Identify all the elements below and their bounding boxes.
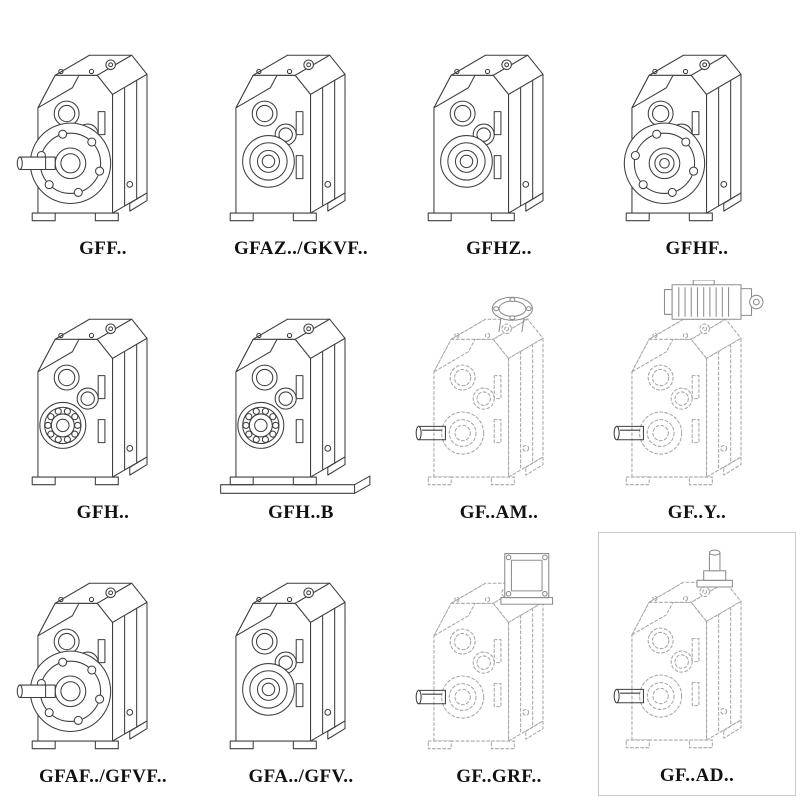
gearbox-drawing bbox=[16, 54, 148, 222]
model-label: GF..AM.. bbox=[459, 502, 539, 523]
catalog-cell-gfh: GFH.. bbox=[4, 268, 202, 532]
catalog-cell-gfaz-gkvf: GFAZ../GKVF.. bbox=[202, 4, 400, 268]
gearbox-drawing bbox=[31, 318, 148, 486]
catalog-cell-gfa-gfv: GFA../GFV.. bbox=[202, 532, 400, 796]
catalog-cell-gfaf-gfvf: GFAF../GFVF.. bbox=[4, 532, 202, 796]
gearbox-drawing bbox=[613, 549, 742, 749]
model-label: GFH.. bbox=[76, 502, 130, 523]
gearbox-drawing bbox=[427, 54, 544, 222]
catalog-cell-gfhf: GFHF.. bbox=[598, 4, 796, 268]
gearbox-drawing bbox=[16, 582, 148, 750]
model-label: GF..AD.. bbox=[659, 765, 735, 786]
model-label: GF..GRF.. bbox=[456, 766, 542, 787]
catalog-cell-gf-grf: GF..GRF.. bbox=[400, 532, 598, 796]
model-label: GFH..B bbox=[268, 502, 334, 523]
catalog-cell-gfhz: GFHZ.. bbox=[400, 4, 598, 268]
gearbox-drawing bbox=[415, 553, 554, 750]
gearbox-drawing bbox=[229, 54, 346, 222]
model-label: GFHF.. bbox=[665, 238, 729, 259]
model-label: GFAZ../GKVF.. bbox=[234, 238, 368, 259]
model-label: GFA../GFV.. bbox=[248, 766, 354, 787]
catalog-cell-gff: GFF.. bbox=[4, 4, 202, 268]
catalog-cell-gf-y: GF..Y.. bbox=[598, 268, 796, 532]
model-label: GFHZ.. bbox=[466, 238, 532, 259]
catalog-cell-gf-am: GF..AM.. bbox=[400, 268, 598, 532]
catalog-cell-gf-ad: GF..AD.. bbox=[598, 532, 796, 796]
model-label: GFAF../GFVF.. bbox=[38, 766, 167, 787]
model-label: GF..Y.. bbox=[667, 502, 727, 523]
gearbox-drawing bbox=[623, 54, 742, 222]
gearbox-drawing bbox=[220, 318, 371, 494]
catalog-cell-gfh-b: GFH..B bbox=[202, 268, 400, 532]
model-label: GFF.. bbox=[79, 238, 127, 259]
gearbox-drawing bbox=[613, 280, 764, 486]
gearbox-drawing bbox=[415, 296, 544, 486]
gearbox-drawing bbox=[229, 582, 346, 750]
